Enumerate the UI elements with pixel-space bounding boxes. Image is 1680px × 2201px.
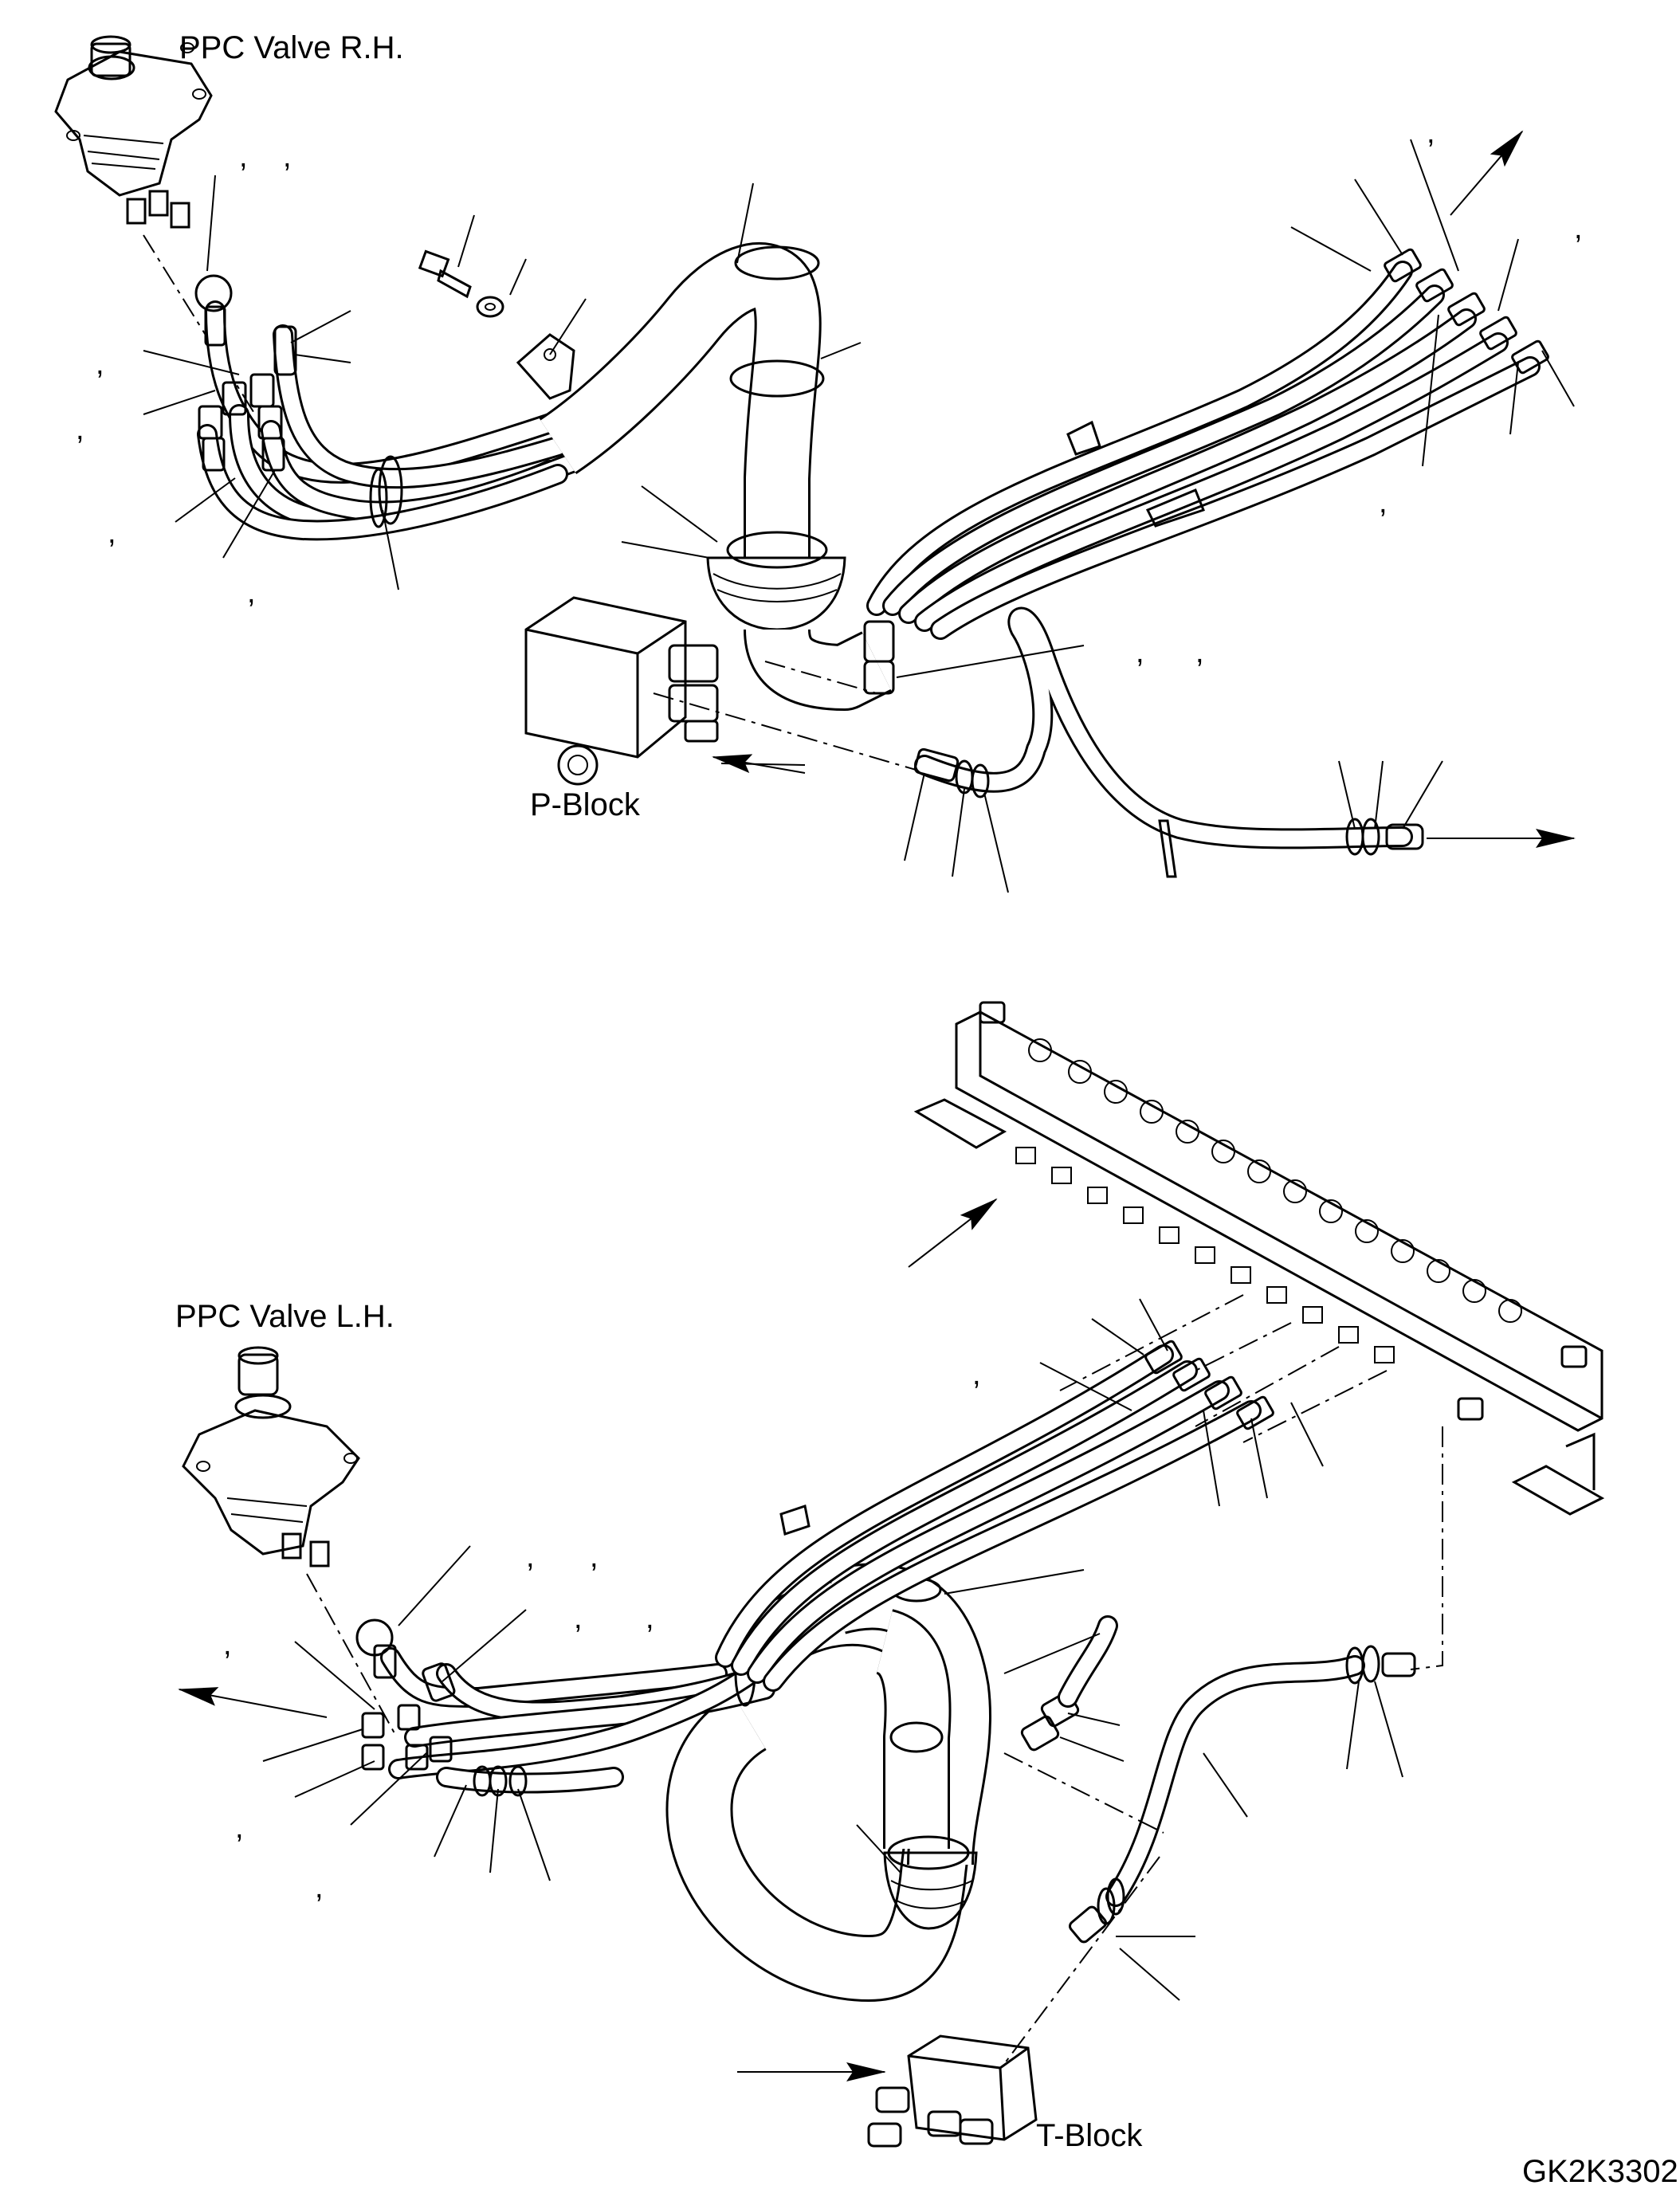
separator-comma: ,: [526, 1540, 535, 1574]
separator-comma: ,: [646, 1602, 654, 1635]
ppc-valve-rh-drawing: [54, 35, 213, 229]
ppc-valve-lh-label: PPC Valve L.H.: [175, 1299, 394, 1334]
separator-comma: ,: [574, 1602, 583, 1635]
bottom-left-hoses: [355, 1618, 783, 1797]
separator-comma: ,: [1379, 486, 1388, 520]
t-block-drawing: [867, 2034, 1038, 2148]
top-left-hoses: [194, 274, 616, 541]
separator-comma: ,: [590, 1540, 599, 1574]
separator-comma: ,: [235, 1811, 244, 1845]
separator-comma: ,: [76, 413, 84, 446]
ppc-valve-lh-drawing: [182, 1346, 360, 1567]
separator-comma: ,: [1427, 116, 1435, 150]
top-right-hoses: [866, 248, 1549, 640]
bottom-leader-lines: [262, 1298, 1403, 2001]
bracket-bolt: [418, 249, 575, 400]
t-block-label: T-Block: [1036, 2118, 1143, 2153]
separator-comma: ,: [247, 576, 256, 610]
separator-comma: ,: [108, 516, 116, 550]
ppc-valve-rh-label: PPC Valve R.H.: [179, 30, 404, 65]
separator-comma: ,: [283, 140, 292, 174]
separator-comma: ,: [1574, 212, 1583, 245]
separator-comma: ,: [1195, 636, 1204, 669]
separator-comma: ,: [223, 1628, 232, 1662]
drawing-number: GK2K3302: [1522, 2154, 1678, 2189]
top-leader-lines: [143, 139, 1575, 893]
top-pilot-hose: [913, 606, 1424, 878]
bottom-upper-hoses: [715, 1340, 1274, 1692]
separator-comma: ,: [239, 140, 248, 174]
separator-comma: ,: [96, 347, 104, 381]
p-block-label: P-Block: [530, 787, 640, 822]
manifold-block: [913, 1001, 1605, 1516]
separator-comma: ,: [1136, 636, 1144, 669]
top-main-tube: [539, 242, 892, 711]
separator-comma: ,: [972, 1358, 981, 1391]
p-block-drawing: [524, 596, 719, 786]
bottom-right-hose: [1020, 1615, 1416, 1944]
separator-comma: ,: [315, 1871, 324, 1905]
